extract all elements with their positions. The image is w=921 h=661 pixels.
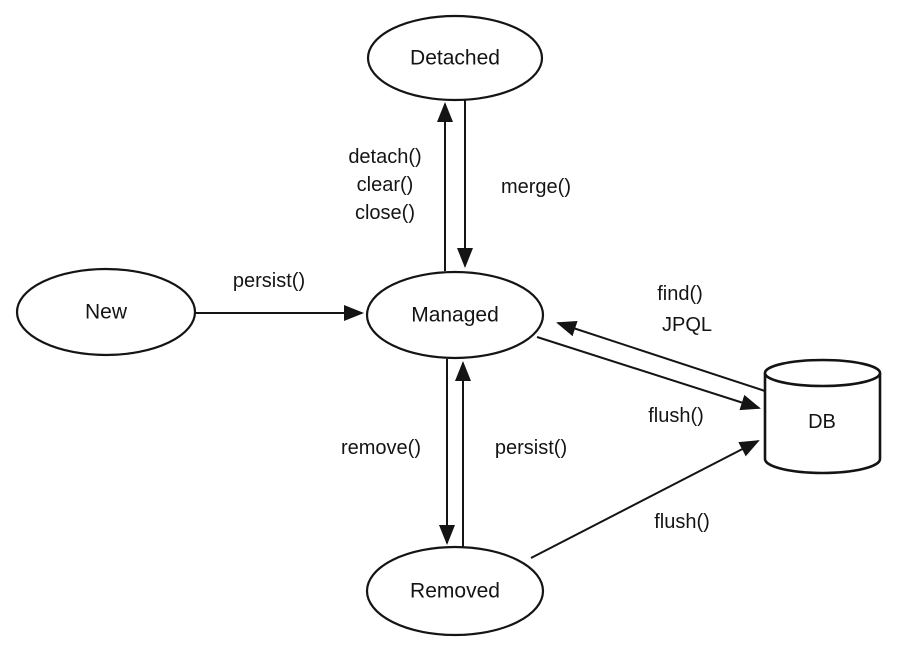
edge-label-flush-managed: flush(): [648, 405, 704, 427]
node-new-label: New: [85, 301, 128, 324]
edge-label-jpql: JPQL: [662, 314, 712, 336]
db-cylinder-top: [763, 358, 882, 388]
edge-label-find: find(): [657, 283, 703, 305]
edge-label-close: close(): [355, 202, 415, 224]
node-removed-shape: [365, 545, 545, 637]
edge-db-to-managed-arrow: [556, 321, 766, 392]
node-new-shape: [15, 267, 197, 357]
edges: [195, 99, 766, 559]
edge-label-persist-new: persist(): [233, 270, 305, 292]
node-detached-label: Detached: [410, 47, 500, 70]
edge-label-remove: remove(): [341, 437, 421, 459]
node-managed-shape: [365, 270, 545, 360]
edge-label-persist-removed: persist(): [495, 437, 567, 459]
edge-label-flush-removed: flush(): [654, 511, 710, 533]
edge-managed-to-db-arrow: [536, 336, 761, 411]
edge-removed-to-db-arrow: [530, 440, 760, 559]
edge-label-clear: clear(): [357, 174, 414, 196]
edge-label-merge: merge(): [501, 176, 571, 198]
nodes: Detached New Managed Removed DB: [15, 14, 882, 637]
node-removed-label: Removed: [410, 580, 500, 603]
edge-labels: persist() detach() clear() close() merge…: [233, 146, 712, 533]
node-managed-label: Managed: [411, 304, 499, 327]
node-detached-shape: [366, 14, 544, 102]
edge-label-detach: detach(): [348, 146, 421, 168]
node-db-cylinder: DB: [763, 358, 882, 475]
node-db-label: DB: [808, 411, 836, 433]
db-cylinder-body: [763, 373, 882, 475]
